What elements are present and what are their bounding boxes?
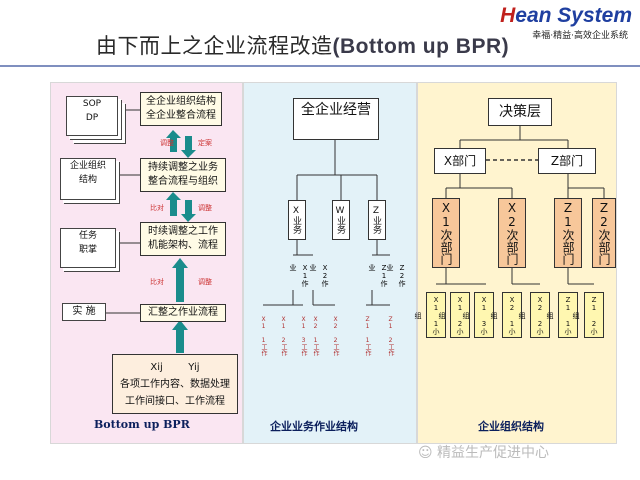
watermark: ☺ 精益生产促进中心 xyxy=(418,442,549,462)
logo-slogan: 幸福·精益·高效企业系统 xyxy=(532,31,628,41)
task-duty-doc: 任务 职掌 xyxy=(60,228,116,268)
business-l3-z2: Z2作业 xyxy=(386,264,406,287)
logo-h: H xyxy=(500,4,516,27)
work-interface-label: 工作间接口、工作流程 xyxy=(125,396,225,407)
business-l2-z: Z业务 xyxy=(368,200,386,240)
business-l3-x2: X2作业 xyxy=(309,264,329,287)
business-l3-z1: Z1作业 xyxy=(368,264,388,287)
arrow-label-compare-2: 比对 xyxy=(150,278,164,286)
arrow-label-adjust: 调整 xyxy=(160,139,174,147)
org-l4-x13: X1 3小组 xyxy=(462,292,494,338)
org-l4-z11: Z1 1小组 xyxy=(546,292,578,338)
doc-label-dp: DP xyxy=(85,113,99,123)
org-panel-label: 企业组织结构 xyxy=(478,420,544,433)
doc-label-structure: 结构 xyxy=(78,175,97,185)
arrow-label-compare: 比对 xyxy=(150,204,164,212)
continuous-business-box: 持续调整之业务 整合流程与组织 xyxy=(140,158,226,192)
business-l2-x: X业务 xyxy=(288,200,306,240)
arrow-label-adjust-3: 调整 xyxy=(198,278,212,286)
logo-text: ean System xyxy=(515,4,632,27)
business-l4-z12: Z1 2工作 xyxy=(387,316,394,356)
org-l2-z: Z部门 xyxy=(538,148,596,174)
business-l4-x11: X1 1工作 xyxy=(260,316,267,356)
org-l2-x: X部门 xyxy=(434,148,486,174)
business-l2-w: W业务 xyxy=(332,200,350,240)
bpr-panel-label: Bottom up BPR xyxy=(94,418,190,431)
function-framework-box: 时续调整之工作 机能架构、流程 xyxy=(140,222,226,256)
enterprise-org-label: 全企业组织结构 xyxy=(146,96,216,107)
enterprise-process-label: 全企业整合流程 xyxy=(146,110,216,121)
work-content-box: Xij Yij 各项工作内容、数据处理 工作间接口、工作流程 xyxy=(112,354,238,414)
org-l3-z1: Z1次部门 xyxy=(554,198,582,268)
business-l4-x21: X2 1工作 xyxy=(312,316,319,356)
business-l4-x12: X1 2工作 xyxy=(280,316,287,356)
org-l4-x11: X1 1小组 xyxy=(414,292,446,338)
enterprise-structure-box: 全企业组织结构 全企业整合流程 xyxy=(140,92,222,126)
org-l4-z12: Z1 2小组 xyxy=(572,292,604,338)
arrow-label-adjust-2: 调整 xyxy=(198,204,212,212)
continuous-business-label: 持续调整之业务 xyxy=(148,162,218,173)
doc-label-sop: SOP xyxy=(82,99,102,109)
org-l4-x21: X2 1小组 xyxy=(490,292,522,338)
watermark-text: 精益生产促进中心 xyxy=(437,445,550,461)
timely-adjust-label: 时续调整之工作 xyxy=(148,226,218,237)
doc-label-task: 任务 xyxy=(78,231,97,241)
sop-dp-doc: SOP DP xyxy=(66,96,118,136)
company-logo: Hean System xyxy=(500,4,632,28)
work-content-label: 各项工作内容、数据处理 xyxy=(120,379,230,390)
business-panel xyxy=(243,82,417,444)
org-l3-x1: X1次部门 xyxy=(432,198,460,268)
org-l4-x12: X1 2小组 xyxy=(438,292,470,338)
page-title: 由下而上之企业流程改造(Bottom up BPR) xyxy=(96,30,509,60)
title-en: (Bottom up BPR) xyxy=(332,35,510,58)
wechat-icon: ☺ xyxy=(418,445,438,461)
business-root-node: 全企业经营 xyxy=(293,98,379,140)
integrated-process-label: 整合流程与组织 xyxy=(148,176,218,187)
business-l4-z11: Z1 1工作 xyxy=(364,316,371,356)
org-l3-z2: Z2次部门 xyxy=(592,198,616,268)
arrow-label-finalize: 定案 xyxy=(198,139,212,147)
business-l4-x22: X2 2工作 xyxy=(332,316,339,356)
doc-label-org: 企业组织 xyxy=(69,161,106,171)
aggregated-process-box: 汇整之作业流程 xyxy=(140,304,226,322)
business-l4-x13: X1 3工作 xyxy=(300,316,307,356)
function-framework-label: 机能架构、流程 xyxy=(148,240,218,251)
title-divider xyxy=(0,65,640,67)
org-l3-x2: X2次部门 xyxy=(498,198,526,268)
org-root-node: 决策层 xyxy=(488,98,552,126)
title-cn: 由下而上之企业流程改造 xyxy=(96,34,333,58)
org-l4-x22: X2 2小组 xyxy=(518,292,550,338)
business-l3-x1: X1作业 xyxy=(289,264,309,287)
bottom-vars: Xij Yij xyxy=(150,362,200,373)
implement-box: 实 施 xyxy=(62,303,106,321)
doc-label-duty: 职掌 xyxy=(78,245,97,255)
org-structure-doc: 企业组织 结构 xyxy=(60,158,116,200)
business-panel-label: 企业业务作业结构 xyxy=(270,420,358,433)
